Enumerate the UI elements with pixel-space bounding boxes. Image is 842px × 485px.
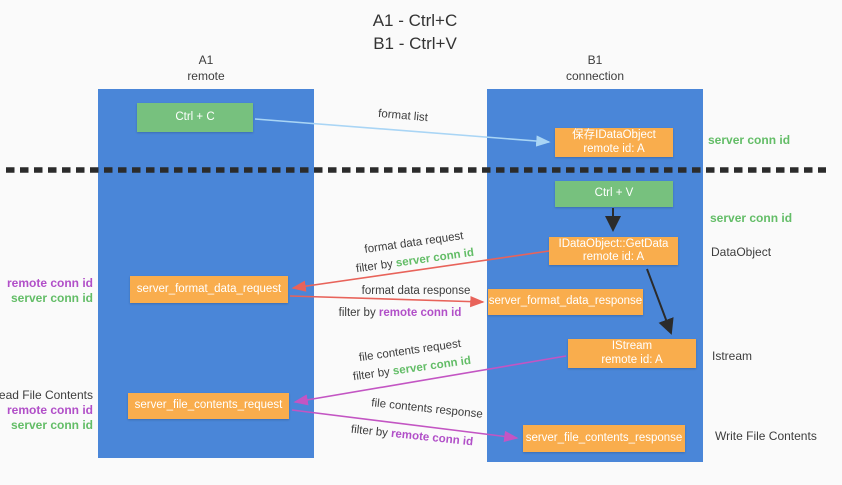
node-server-file-contents-request: server_file_contents_request	[128, 393, 289, 419]
remote-conn-id-text: remote conn id	[390, 427, 474, 449]
lane-b1-name: B1	[587, 53, 603, 67]
server-conn-id-text: server conn id	[395, 246, 475, 270]
annotation-remote-conn-id: remote conn id	[6, 276, 93, 290]
node-save-idataobject: 保存IDataObject remote id: A	[555, 128, 673, 157]
node-istream: IStream remote id: A	[568, 339, 696, 368]
label-filter-by-remote-conn-id-2: filter by remote conn id	[350, 424, 473, 449]
annotation-dataobject: DataObject	[711, 245, 772, 259]
annotation-istream: Istream	[712, 349, 753, 363]
label-format-list: format list	[377, 107, 429, 125]
title-line-ctrl-c: A1 - Ctrl+C	[372, 11, 458, 30]
annotation-read-file-contents-block: Read File Contents remote conn id server…	[0, 388, 93, 433]
filter-by-text: filter by	[352, 366, 391, 384]
remote-conn-id-text: remote conn id	[378, 307, 462, 319]
title-line-ctrl-v: B1 - Ctrl+V	[373, 34, 457, 53]
node-server-format-data-response-label: server_format_data_response	[488, 295, 643, 308]
lane-b1-role: connection	[565, 69, 625, 83]
annotation-conn-ids-mid-left: remote conn id server conn id	[7, 276, 93, 306]
annotation-write-file-contents: Write File Contents	[715, 429, 817, 443]
node-server-file-contents-response-label: server_file_contents_response	[525, 431, 683, 444]
filter-by-text: filter by	[338, 307, 376, 319]
node-idataobject-getdata: IDataObject::GetData remote id: A	[549, 237, 678, 265]
label-format-data-response: format data response	[361, 285, 471, 297]
lane-a1-header: A1 remote	[98, 52, 314, 84]
node-istream-line2: remote id: A	[601, 353, 663, 366]
node-server-format-data-request: server_format_data_request	[130, 276, 288, 303]
filter-by-text: filter by	[350, 423, 389, 440]
node-ctrl-c: Ctrl + C	[137, 103, 253, 132]
node-ctrl-v: Ctrl + V	[555, 181, 673, 207]
node-istream-line1: IStream	[611, 340, 653, 352]
node-ctrl-v-label: Ctrl + V	[594, 187, 634, 200]
node-idataobject-getdata-line1: IDataObject::GetData	[558, 237, 669, 250]
annotation-server-conn-id: server conn id	[10, 291, 93, 305]
node-server-format-data-response: server_format_data_response	[488, 289, 643, 315]
node-server-file-contents-response: server_file_contents_response	[523, 425, 685, 452]
filter-by-text: filter by	[355, 258, 394, 276]
lane-a1-name: A1	[198, 53, 214, 67]
label-file-contents-response: file contents response	[370, 397, 484, 421]
lane-b1-header: B1 connection	[487, 52, 703, 84]
server-conn-id-text: server conn id	[392, 354, 472, 378]
node-save-idataobject-line1: 保存IDataObject	[572, 129, 656, 141]
node-ctrl-c-label: Ctrl + C	[175, 110, 215, 123]
annotation-server-conn-id: server conn id	[10, 418, 93, 432]
label-filter-by-remote-conn-id-1: filter by remote conn id	[339, 307, 462, 319]
node-idataobject-getdata-line2: remote id: A	[582, 251, 645, 263]
node-server-format-data-request-label: server_format_data_request	[136, 282, 282, 295]
annotation-remote-conn-id: remote conn id	[6, 403, 93, 417]
annotation-server-conn-id-top: server conn id	[708, 133, 791, 147]
annotation-server-conn-id-mid: server conn id	[710, 211, 793, 225]
node-save-idataobject-line2: remote id: A	[583, 142, 645, 155]
diagram-title: A1 - Ctrl+C B1 - Ctrl+V	[0, 9, 830, 55]
lane-a1-role: remote	[187, 69, 225, 83]
node-server-file-contents-request-label: server_file_contents_request	[134, 399, 283, 412]
annotation-read-file-contents: Read File Contents	[0, 388, 93, 402]
